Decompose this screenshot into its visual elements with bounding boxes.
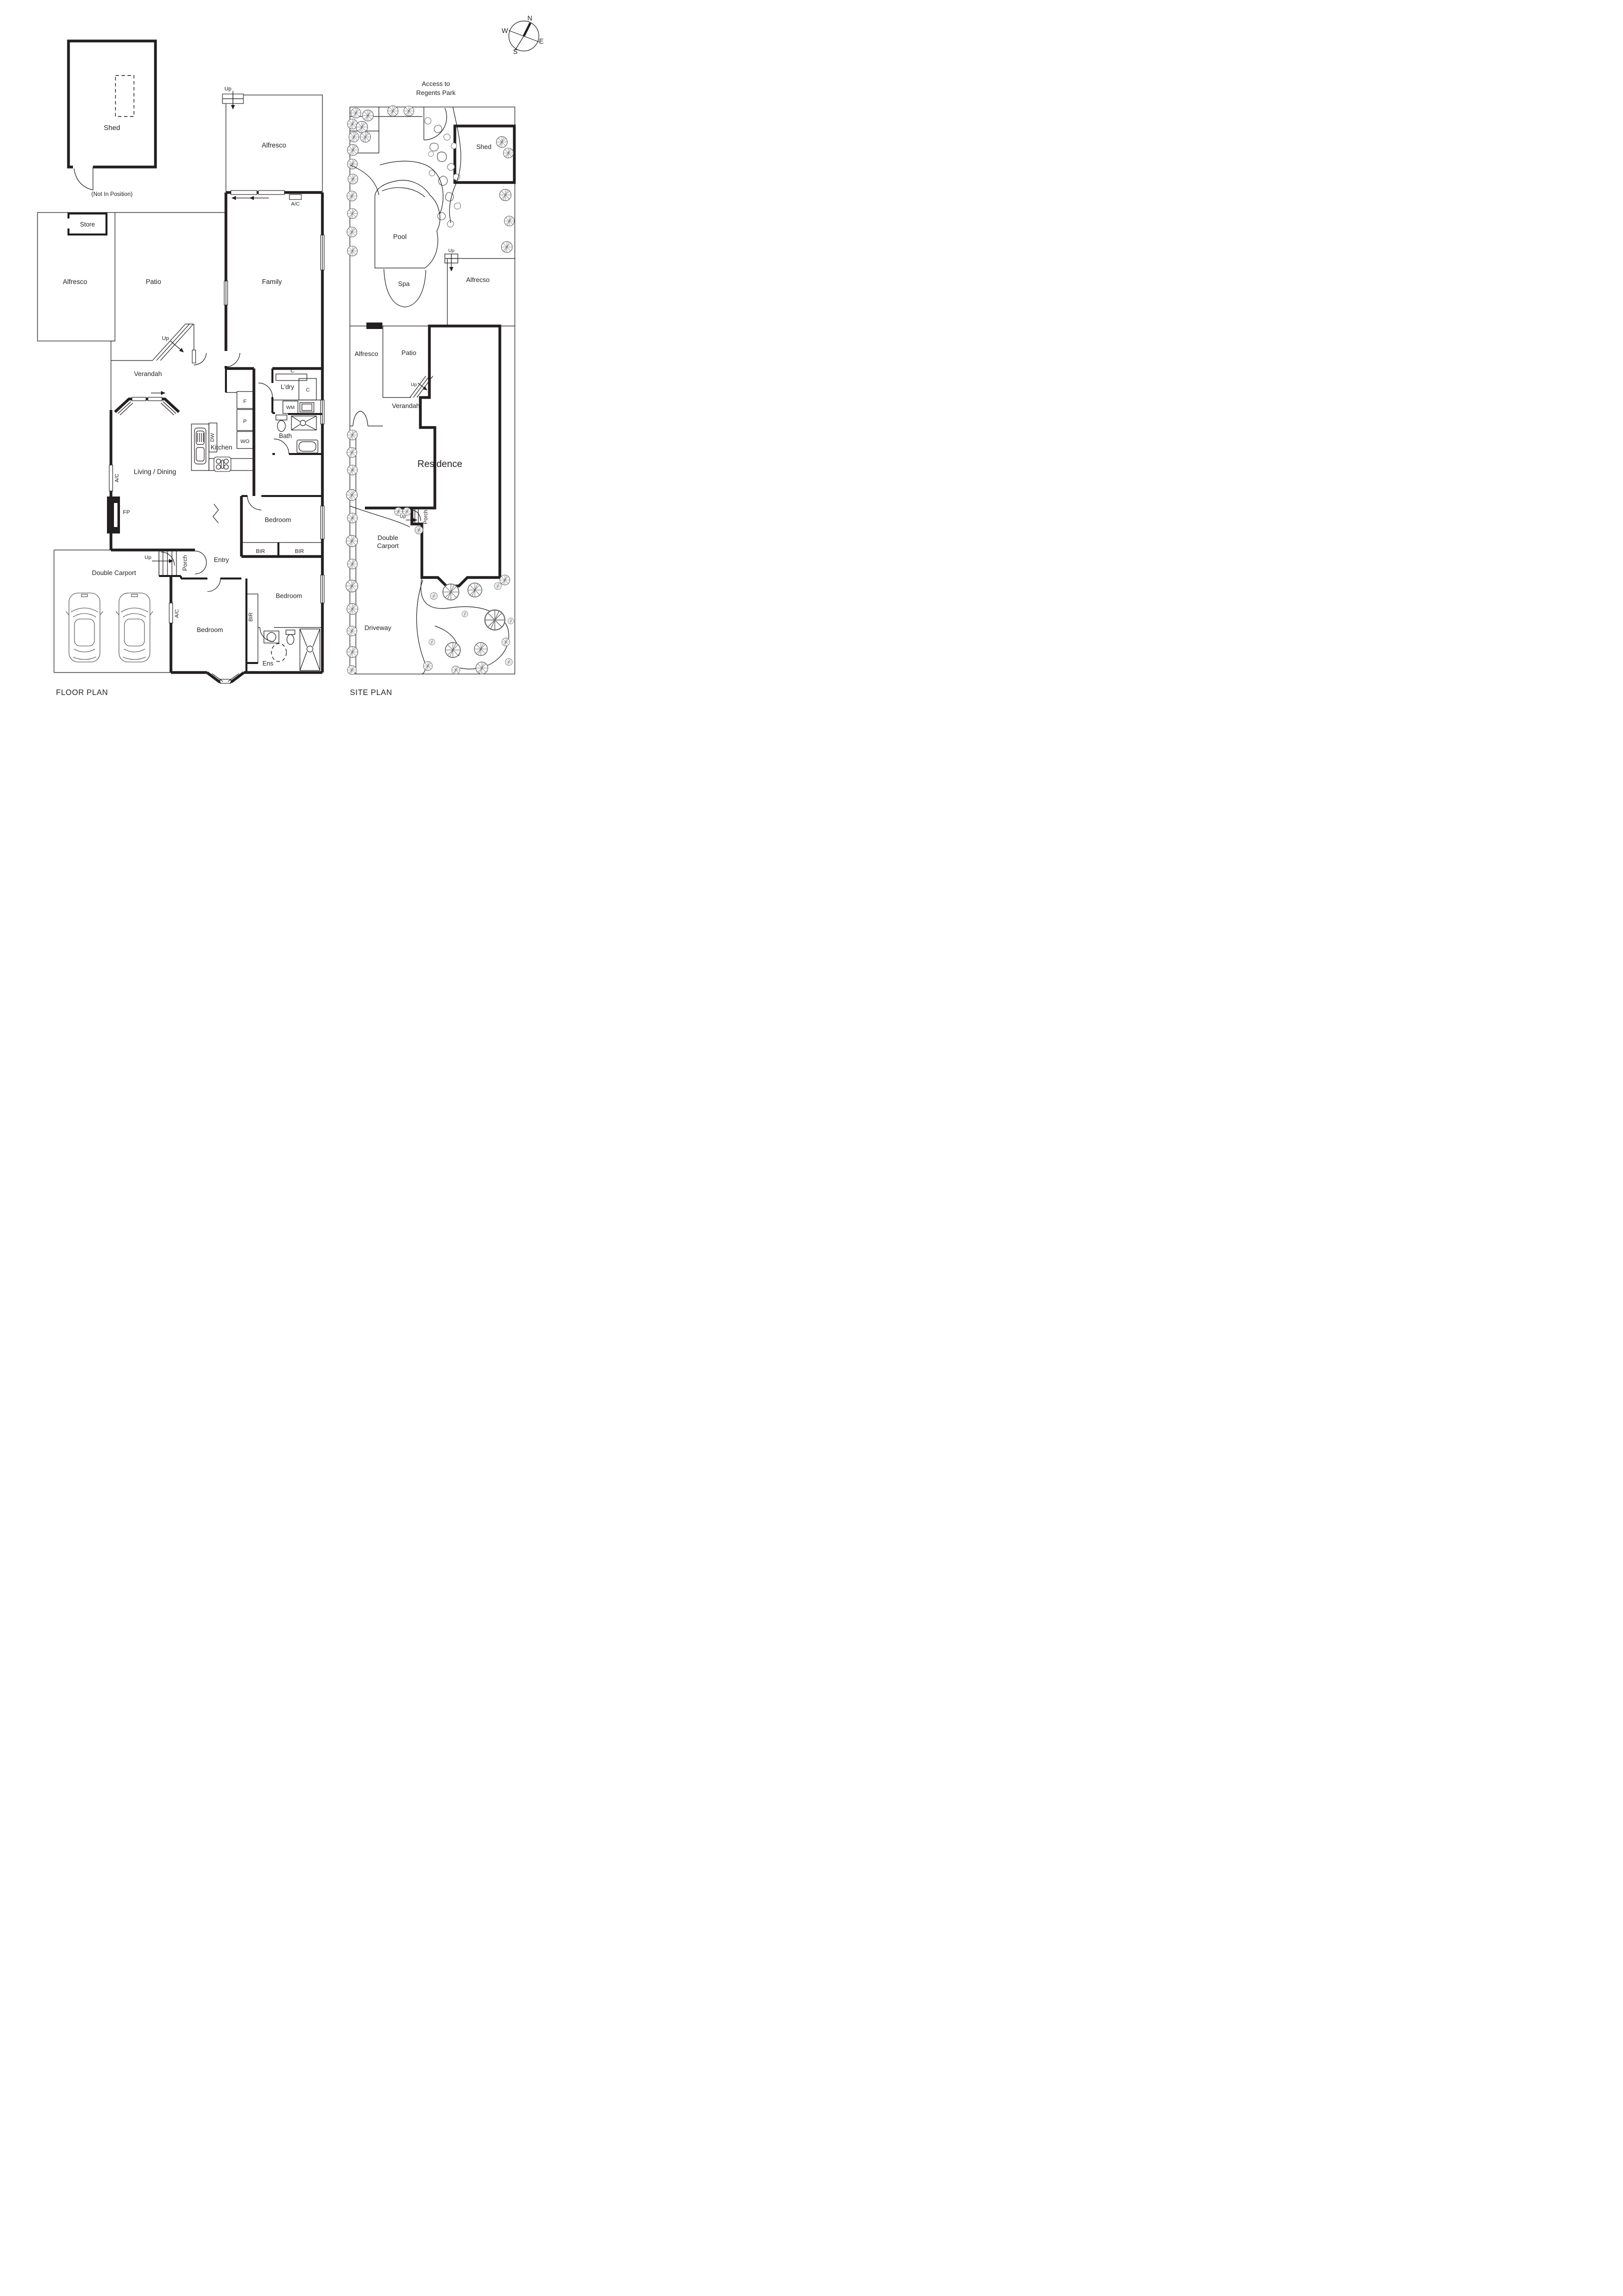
fp-bir-closet: BIR [248,612,254,622]
sp-residence-label: Residence [417,459,462,470]
car-2 [115,592,153,662]
fp-up-patio: Up [162,336,169,342]
sp-driveway-label: Driveway [364,624,391,632]
fp-fridge: F [243,398,246,404]
fp-alfresco-top: Up Alfresco A/C [222,86,323,207]
fp-bedroom-left-label: Bedroom [197,626,223,634]
fp-alfresco-top-label: Alfresco [262,142,286,149]
fp-wm: WM [286,405,295,410]
fp-carport: Double Carport [53,550,172,673]
fp-bedroom-mid-label: Bedroom [265,516,291,524]
sp-caption: SITE PLAN [350,688,392,697]
plan-drawing: N W E S Shed (Not In Position) Up Alfres… [37,14,544,697]
fp-walls: Family [223,192,325,672]
fp-ens-label: Ens [262,660,273,667]
fp-left-wing: Store Alfresco Patio [37,212,226,412]
fp-family-label: Family [262,278,282,286]
fp-laundry-bath: C L'dry C WM Bath [258,368,325,455]
fp-carport-label: Double Carport [92,569,136,576]
fp-ac-bedroom: A/C [174,609,180,618]
fp-cupboard1: C [290,368,294,374]
sp-access-line2: Regents Park [416,89,456,96]
sp-shed-label: Shed [476,143,491,150]
fp-kitchen-label: Kitchen [210,444,232,451]
fp-dishwasher: DW [209,433,215,442]
sp-shed: Shed [453,124,516,184]
fp-caption: FLOOR PLAN [56,688,108,697]
fp-ac-living: A/C [114,474,120,482]
fp-cupboard2: C [306,387,310,393]
fp-patio-label: Patio [146,278,161,286]
fp-living: A/C FP Living / Dining [107,410,219,550]
sp-boundary [349,106,515,674]
fp-bir-right: BIR [295,548,304,554]
sp-up-pool: Up [448,248,454,254]
sp-up-patio: Up [411,382,417,388]
sp-access: Access to Regents Park [416,80,456,96]
floorplan-page: N W E S Shed (Not In Position) Up Alfres… [0,0,548,775]
fp-porch-label: Porch [181,555,188,570]
fp-shed-label: Shed [104,124,120,132]
sp-alfresco-label: Alfresco [355,350,378,358]
sp-driveway: Driveway [345,430,391,675]
sp-carport-line1: Double [377,534,398,542]
compass-n: N [527,14,532,22]
fp-bottom-rooms: A/C Bedroom BIR Bedroom Ens [168,574,325,684]
sp-pool-label: Pool [393,233,406,240]
fp-entry-label: Entry [214,556,229,564]
fp-shed: Shed (Not In Position) [67,40,157,198]
compass-s: S [513,48,517,56]
sp-residence: Residence Porch Up Double Carport [349,324,501,588]
sp-up-porch: Up [400,514,406,520]
fp-bedroom-right-label: Bedroom [276,592,302,600]
sp-verandah-label: Verandah [392,402,420,410]
fp-up-alfresco: Up [224,86,231,92]
compass-rose: N W E S [502,14,544,56]
fp-fireplace: FP [123,510,130,516]
sp-garden-bottom [416,574,514,674]
fp-living-label: Living / Dining [134,468,176,476]
fp-laundry-label: L'dry [281,384,294,390]
fp-pantry: P [243,418,246,424]
sp-trees-top [346,105,515,256]
fp-bedroom-mid: Bedroom BIR BIR [240,495,325,558]
sp-porch-label: Porch [423,510,429,524]
fp-shed-note: (Not In Position) [91,192,133,198]
fp-kitchen: DW Kitchen F P WO [191,368,255,496]
fp-bir-left: BIR [256,548,265,554]
fp-store-label: Store [80,221,95,228]
sp-patio-label: Patio [401,349,416,356]
compass-e: E [539,38,543,45]
fp-wall-oven: WO [240,438,249,444]
fp-alfresco-left-label: Alfresco [63,278,87,286]
sp-spa-label: Spa [398,280,410,288]
car-1 [65,592,103,662]
fp-ac-family: A/C [291,201,300,207]
fp-bath-label: Bath [279,432,292,440]
fp-up-porch: Up [144,554,151,560]
sp-pool-area: Pool Spa Up [349,106,461,308]
fp-verandah: Up Verandah [111,324,194,416]
compass-w: W [502,27,508,34]
fp-verandah-label: Verandah [134,370,162,378]
sp-mid: Alfrecso Alfresco Patio Up Verandah [350,258,515,426]
sp-alfrecso-label: Alfrecso [466,276,490,284]
sp-access-line1: Access to [422,80,450,88]
sp-carport-line2: Carport [377,542,399,550]
